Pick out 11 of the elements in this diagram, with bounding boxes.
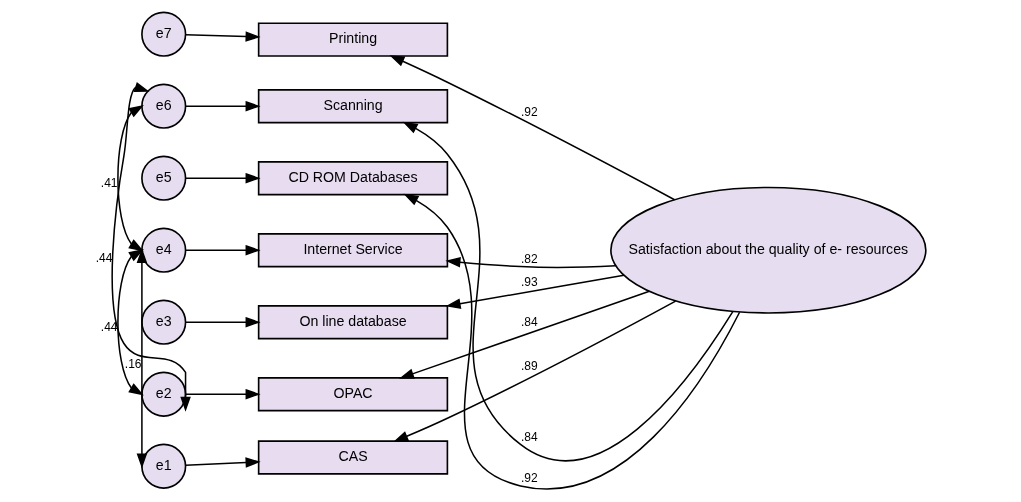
edge-label: .16 bbox=[124, 357, 142, 372]
edge-label: .84 bbox=[520, 429, 538, 444]
edge-label: .92 bbox=[520, 104, 538, 119]
edge-label: .93 bbox=[520, 275, 538, 290]
edge-label: .44 bbox=[95, 250, 113, 265]
edge-label: .44 bbox=[100, 320, 118, 335]
edge-label: .89 bbox=[520, 359, 538, 374]
edge-label: .41 bbox=[100, 176, 118, 191]
edge-label: .82 bbox=[520, 252, 538, 267]
edge-label: .84 bbox=[520, 315, 538, 330]
edge-label: .92 bbox=[520, 471, 538, 486]
